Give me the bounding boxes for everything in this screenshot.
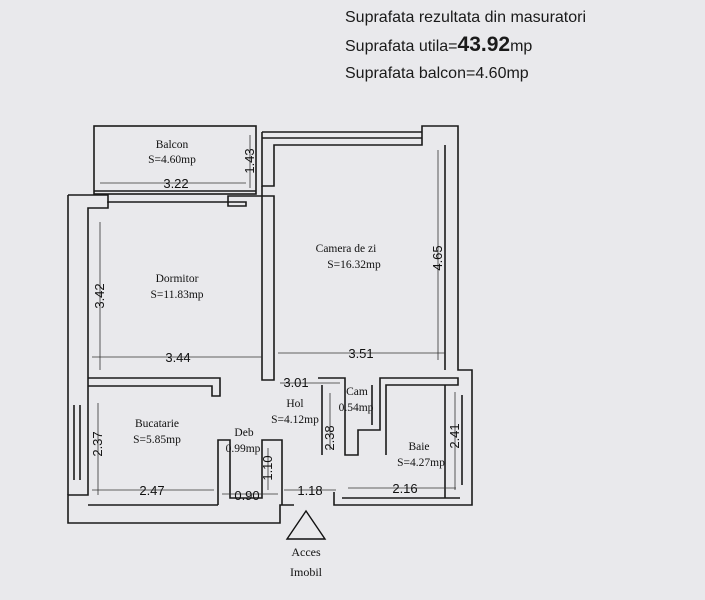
dim-deb-height: 1.10 [260,455,275,480]
baie-area: S=4.27mp [397,457,445,469]
cam-area: 0.54mp [339,402,374,414]
usable-surface: Suprafata utila=43.92mp [345,31,586,60]
camera-name: Camera de zi [316,243,377,255]
dormitor-area: S=11.83mp [150,289,203,301]
walls [67,125,473,524]
dim-dormitor-width: 3.44 [165,350,190,365]
dim-camera-width: 3.51 [348,346,373,361]
dim-balcon-width: 3.22 [163,176,188,191]
cam-name: Cam [346,386,368,398]
deb-name: Deb [234,427,253,439]
left-corner [68,194,109,203]
outer-wall-right [261,125,473,506]
bucatarie-area: S=5.85mp [133,434,181,446]
usable-prefix: Suprafata utila= [345,38,458,55]
wall-hall-bath [318,377,459,456]
balcony-surface: Suprafata balcon=4.60mp [345,65,529,82]
usable-value: 43.92 [457,33,511,56]
dim-bucatarie-width: 2.47 [139,483,164,498]
baie-name: Baie [408,441,429,453]
access-line1: Acces [291,545,321,559]
balcony-outline [93,125,257,195]
usable-unit: mp [510,38,533,55]
hol-name: Hol [286,398,303,410]
dim-baie-height: 2.41 [447,423,462,448]
access-line2: Imobil [290,565,323,579]
dim-entrance-width: 1.18 [297,483,322,498]
deb-storage-wall [217,439,283,505]
summary-title: Suprafata rezultata din masuratori [345,9,587,26]
dim-hol-height: 2.38 [322,425,337,450]
hol-area: S=4.12mp [271,414,319,426]
surface-summary: Suprafata rezultata din masuratori Supra… [345,4,586,87]
dimension-lines [92,135,456,495]
dim-balcon-depth: 1.43 [242,148,257,173]
dormitor-name: Dormitor [156,273,199,285]
bucatarie-name: Bucatarie [135,418,179,430]
dim-hol-width: 3.01 [283,375,308,390]
wall-dorm-kitchen [88,377,221,397]
camera-area: S=16.32mp [327,259,381,271]
balcon-name: Balcon [156,139,189,151]
entrance-arrow-icon [285,509,327,540]
dim-deb-width: 0.90 [234,488,259,503]
balcon-area: S=4.60mp [148,154,196,166]
dim-bucatarie-height: 2.37 [90,431,105,456]
dim-baie-width: 2.16 [392,481,417,496]
dim-camera-height: 4.65 [430,245,445,270]
dim-dormitor-height: 3.42 [92,283,107,308]
deb-area: 0.99mp [226,443,261,455]
